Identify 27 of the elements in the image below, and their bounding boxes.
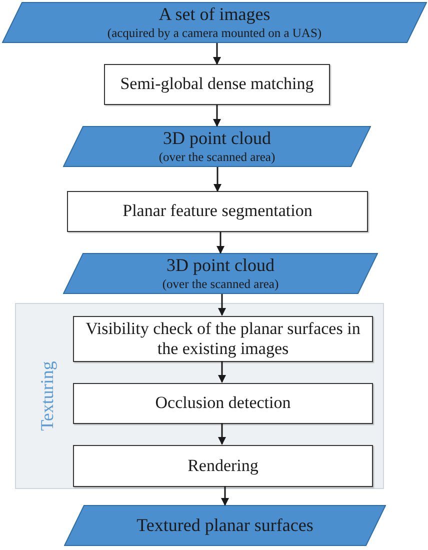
arrow	[218, 294, 226, 316]
arrow	[221, 486, 229, 506]
node-subtitle: (over the scanned area)	[158, 150, 276, 166]
arrow	[218, 361, 226, 383]
group-panel	[15, 303, 384, 489]
node-title: Textured planar surfaces	[136, 514, 314, 537]
process-box	[67, 191, 368, 232]
arrow	[214, 167, 222, 192]
node-subtitle: (over the scanned area)	[162, 276, 279, 293]
process-text: Occlusion detection	[155, 393, 291, 414]
arrow	[213, 105, 221, 127]
process-text: Rendering	[188, 456, 258, 476]
process-text: Planar feature segmentation	[122, 201, 312, 222]
process-box	[73, 445, 373, 487]
process-text: Semi-global dense matching	[120, 74, 314, 95]
group-label: Texturing	[38, 361, 56, 431]
node-subtitle: (acquired by a camera mounted on a UAS)	[107, 26, 322, 42]
arrow	[216, 232, 224, 254]
node-title: 3D point cloud	[166, 254, 274, 277]
process-box	[73, 316, 373, 362]
arrow	[213, 43, 221, 65]
process-text: Visibility check of the planar surfaces in the existing images	[84, 318, 362, 360]
node-title: 3D point cloud	[163, 127, 271, 150]
process-box	[73, 383, 373, 424]
process-box	[104, 64, 330, 105]
node-title: A set of images	[158, 3, 270, 26]
arrow	[218, 423, 226, 445]
